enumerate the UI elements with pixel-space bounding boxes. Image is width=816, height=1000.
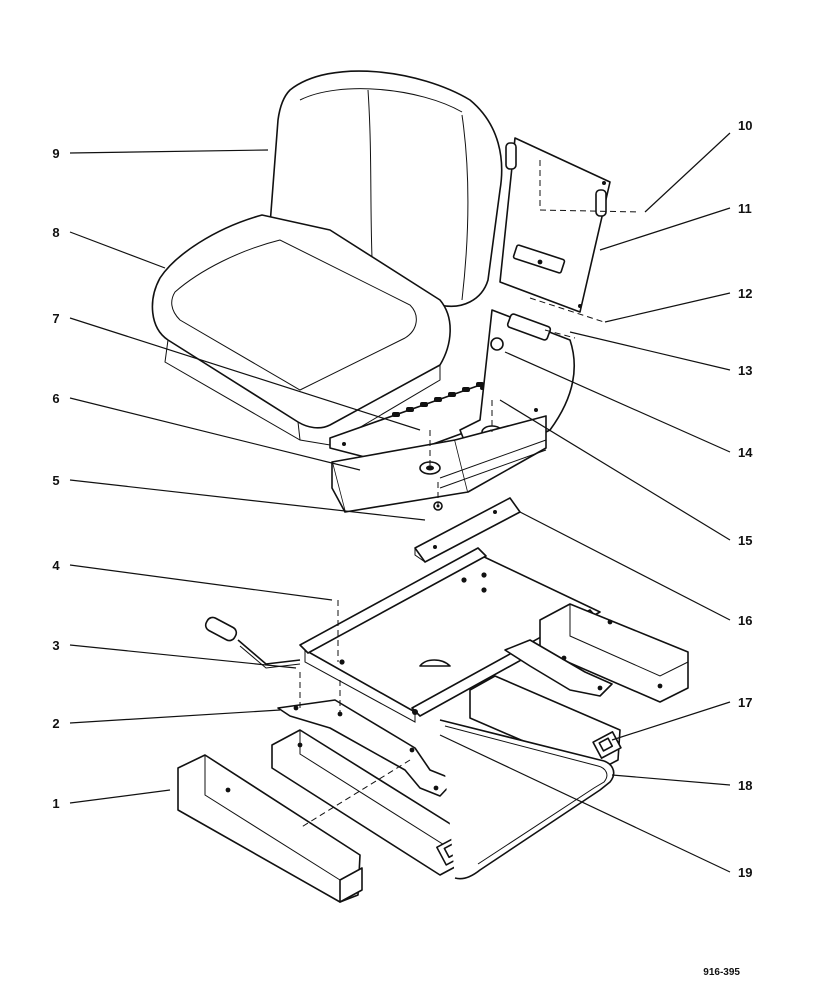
- leader-lines: [69, 132, 731, 873]
- callout-1: 1: [52, 796, 59, 811]
- back-bracket: [499, 137, 611, 313]
- assembly-lines: [299, 160, 641, 829]
- mounting-plate: [277, 699, 456, 797]
- release-bar: [439, 719, 615, 880]
- adjusting-lever: [204, 616, 301, 669]
- callout-14: 14: [738, 445, 753, 460]
- callout-16: 16: [738, 613, 752, 628]
- channel-section: [177, 754, 363, 903]
- callout-6: 6: [52, 391, 59, 406]
- callout-11: 11: [738, 201, 752, 216]
- seat-bracket: [331, 415, 547, 513]
- seat-cushion: [151, 214, 451, 446]
- callout-10: 10: [738, 118, 752, 133]
- callout-labels: 1 2 3 4 5 6 7 8 9 10 11 12 13 14 15 16 1…: [52, 118, 753, 880]
- callout-13: 13: [738, 363, 752, 378]
- callout-4: 4: [52, 558, 60, 573]
- lower-rail-right: [469, 603, 689, 773]
- callout-3: 3: [52, 638, 59, 653]
- callout-5: 5: [52, 473, 59, 488]
- callout-7: 7: [52, 311, 59, 326]
- callout-19: 19: [738, 865, 752, 880]
- callout-12: 12: [738, 286, 752, 301]
- callout-9: 9: [52, 146, 59, 161]
- callout-15: 15: [738, 533, 752, 548]
- callout-18: 18: [738, 778, 752, 793]
- callout-17: 17: [738, 695, 752, 710]
- callout-2: 2: [52, 716, 59, 731]
- callout-8: 8: [52, 225, 59, 240]
- drawing-number: 916-395: [703, 967, 740, 978]
- guide-rail: [414, 497, 521, 563]
